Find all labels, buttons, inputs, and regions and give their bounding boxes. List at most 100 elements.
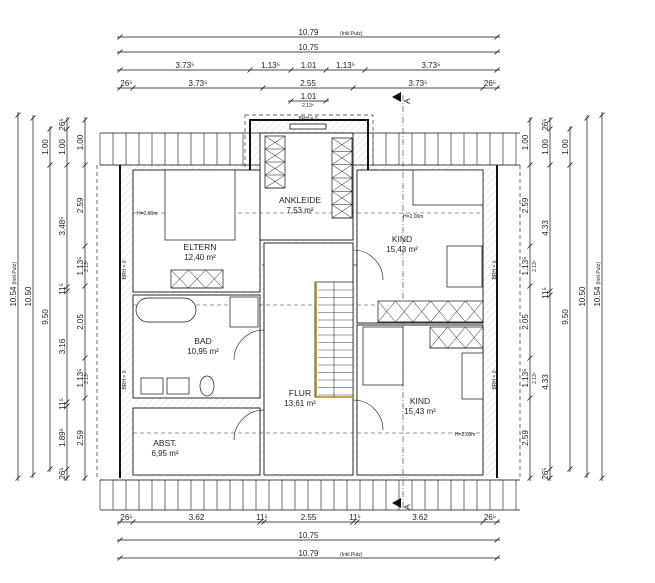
furniture <box>135 135 484 441</box>
dimension-value: 2.13⁵ <box>532 260 538 272</box>
room-area: 15,43 m² <box>404 407 436 416</box>
brh-label: BRH = 0 <box>122 370 128 389</box>
room-name: ABST. <box>153 438 177 448</box>
door-swing <box>233 409 265 441</box>
room-name: ELTERN <box>184 242 217 252</box>
room-name: KIND <box>392 234 412 244</box>
ceiling-height-label: H=2,00m <box>455 432 475 438</box>
dimension-value: 1.13⁵ <box>521 369 530 388</box>
staircase <box>314 281 354 398</box>
room-name: BAD <box>194 336 211 346</box>
dimension-value: 10.54 <box>593 286 602 307</box>
room-name: ANKLEIDE <box>279 195 321 205</box>
room-area: 13,61 m² <box>284 399 316 408</box>
dimension-value: 26⁵ <box>541 467 550 479</box>
dimension-value: 1.01 <box>301 61 317 70</box>
dimension-value: 2.05 <box>76 314 85 330</box>
bed <box>362 326 404 386</box>
dimension-value: 11⁵ <box>58 283 67 295</box>
dimension-value: 10.79 <box>298 549 319 558</box>
dimension-value: 11⁵ <box>58 398 67 410</box>
room-area: 7,53 m² <box>286 206 313 215</box>
section-arrow-icon <box>392 92 401 102</box>
room-area: 12,40 m² <box>184 253 216 262</box>
dimension-value: 3.62 <box>412 513 428 522</box>
brh-label: BRH = 0 <box>122 260 128 279</box>
dimension-value: 1.13⁵ <box>521 257 530 276</box>
door-swing <box>352 399 384 431</box>
section-label: A <box>402 98 412 104</box>
desk <box>446 245 483 288</box>
dimension-value: 10.75 <box>298 43 319 52</box>
dimension-value: 10.75 <box>298 531 319 540</box>
wardrobe <box>377 300 484 323</box>
dimension-value: 2.59 <box>76 430 85 446</box>
dimension-value: 9.50 <box>41 309 50 325</box>
dimension-value: 1.00 <box>58 139 67 155</box>
dimension-value: 2.13⁵ <box>84 260 90 272</box>
dimension-value: 3.73⁵ <box>189 79 208 88</box>
dimension-value: 1.00 <box>76 134 85 150</box>
dimension-value: 26⁵ <box>541 118 550 130</box>
room-area: 15,43 m² <box>386 245 418 254</box>
dimension-value: 11⁵ <box>349 513 361 522</box>
dimension-value: 2.13⁵ <box>302 103 314 109</box>
dimension-value: 2.05 <box>521 314 530 330</box>
room-name: FLUR <box>289 388 311 398</box>
ceiling-height-label: H=2,00m <box>403 214 423 220</box>
dimension-value: 2.55 <box>301 513 317 522</box>
dimension-value: 3.62 <box>189 513 205 522</box>
shower <box>229 296 259 328</box>
dimension-value: 1.13⁵ <box>336 61 355 70</box>
dimension-value: 3.48⁵ <box>58 217 67 236</box>
dimension-value: 10.50 <box>24 286 33 307</box>
dimension-value: 1.01 <box>301 92 317 101</box>
dormer-window <box>289 123 327 130</box>
putz-note: (Inkl.Putz) <box>340 552 363 558</box>
dimension-value: 1.00 <box>541 139 550 155</box>
putz-note: (Inkl.Putz) <box>596 262 602 285</box>
dimension-value: 10.50 <box>578 286 587 307</box>
dimension-value: 26⁵ <box>484 79 496 88</box>
bed <box>412 169 484 206</box>
door-swing <box>352 249 384 281</box>
dimension-value: 11⁵ <box>256 513 268 522</box>
sink <box>166 377 190 395</box>
dimension-value: 2.59 <box>521 197 530 213</box>
dimension-value: 26⁵ <box>58 467 67 479</box>
dimension-value: 10.54 <box>9 286 18 307</box>
dimension-value: 1.13⁵ <box>261 61 280 70</box>
dimension-value: 4.33 <box>541 374 550 390</box>
dimensions: 10.79 (Inkl.Putz) 10.75 3.73⁵ 1.13⁵ 1.01 1.13⁵… <box>9 28 605 561</box>
dimension-value: 26⁵ <box>484 513 496 522</box>
room-area: 10,95 m² <box>187 347 219 356</box>
dimension-value: 26⁵ <box>120 513 132 522</box>
door-swing <box>233 329 265 361</box>
section-arrow-icon <box>392 498 401 508</box>
dimension-value: 1.00 <box>521 134 530 150</box>
dimension-value: 1.00 <box>561 139 570 155</box>
dimension-value: 2.59 <box>76 197 85 213</box>
dimension-value: 2.59 <box>521 430 530 446</box>
dimension-value: 4.33 <box>541 220 550 236</box>
double-bed <box>164 169 236 241</box>
sink <box>140 377 164 395</box>
dimension-value: 1.13⁵ <box>76 369 85 388</box>
dimension-value: 11⁵ <box>541 287 550 299</box>
dimension-value: 26⁵ <box>120 79 132 88</box>
bathtub <box>135 297 197 323</box>
dimension-value: 9.50 <box>561 309 570 325</box>
dimension-value: 10.79 <box>298 28 319 37</box>
room-outline <box>132 407 261 476</box>
dimension-value: 3.16 <box>58 338 67 354</box>
room-name: KIND <box>410 396 430 406</box>
dimension-value: 3.73⁵ <box>409 79 428 88</box>
toilet <box>199 375 215 397</box>
dimension-value: 1.00 <box>41 139 50 155</box>
dimension-value: 3.73⁵ <box>176 61 195 70</box>
dimension-value: 2.13⁵ <box>84 372 90 384</box>
ceiling-height-label: H=2,00m <box>137 211 157 217</box>
brh-label: BRH = 0 <box>492 260 498 279</box>
dimension-value: 2.55 <box>300 79 316 88</box>
